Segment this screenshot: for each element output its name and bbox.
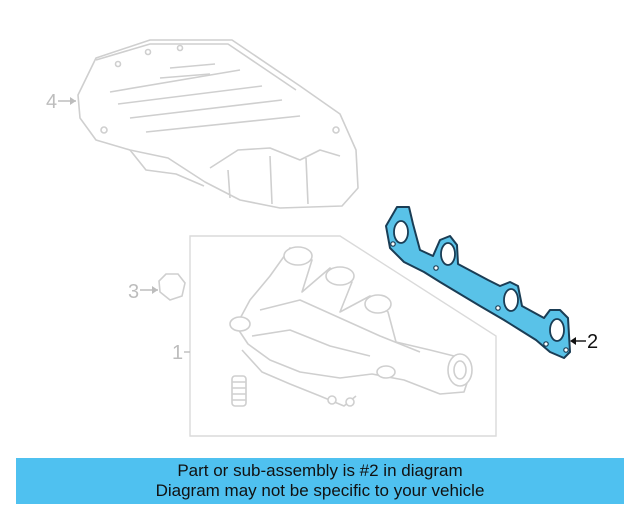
callout-3: 3 — [128, 281, 158, 303]
callout-1-label: 1 — [172, 342, 183, 364]
manifold-stud — [231, 375, 247, 407]
callout-4-arrowhead — [70, 97, 76, 105]
exhaust-manifold-part-1 — [229, 246, 473, 407]
callout-2-label: 2 — [587, 331, 598, 353]
callout-3-arrowhead — [152, 286, 158, 294]
callout-4: 4 — [46, 91, 76, 113]
manifold-panel — [189, 235, 497, 437]
callout-1: 1 — [172, 342, 190, 364]
callout-2: 2 — [570, 331, 598, 353]
banner-line-1: Part or sub-assembly is #2 in diagram — [177, 461, 463, 480]
parts-diagram: 4 1 3 — [46, 39, 598, 437]
heat-shield-part-4 — [77, 39, 359, 209]
banner-line-2: Diagram may not be specific to your vehi… — [155, 481, 485, 500]
info-banner: Part or sub-assembly is #2 in diagram Di… — [16, 458, 624, 504]
callout-2-arrowhead — [570, 337, 576, 345]
callout-4-label: 4 — [46, 91, 57, 113]
callout-3-label: 3 — [128, 281, 139, 303]
nut-part-3 — [158, 273, 186, 301]
gasket-part-2 — [385, 206, 571, 359]
